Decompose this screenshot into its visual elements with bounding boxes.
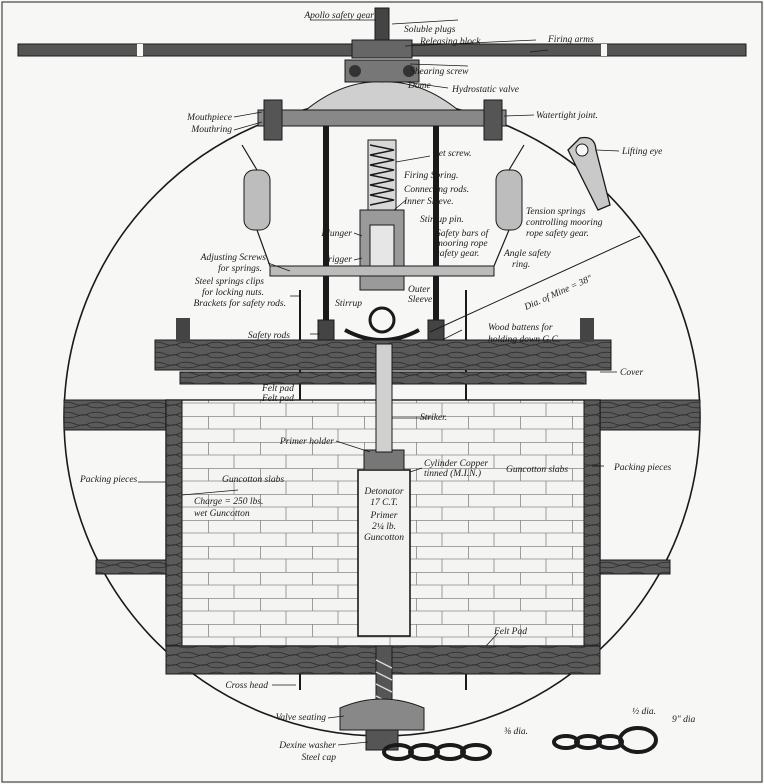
side-batten-right [599, 559, 671, 575]
dome [298, 81, 466, 116]
mooring-chain-long [552, 726, 658, 754]
label-packing-pieces-right: Packing pieces [613, 463, 672, 473]
label-angle-safety-ring-2: ring. [512, 260, 530, 270]
label-firing-spring: Firing Spring. [403, 171, 458, 181]
packing-piece-right [583, 399, 601, 647]
side-batten-left [95, 559, 167, 575]
label-tension-springs-1: Tension springs [526, 207, 586, 217]
angle-safety-ring [269, 265, 495, 277]
label-angle-safety-ring-1: Angle safety [503, 248, 551, 259]
cylinder-copper [357, 469, 411, 637]
label-outer-sleeve-1: Outer [408, 285, 430, 295]
label-apollo-safety-gear: Apollo safety gear [303, 10, 374, 21]
label-soluble-plugs: Soluble plugs [404, 25, 456, 35]
label-safety-bars-1: Safety bars of [436, 228, 490, 239]
label-primer-1: Primer [370, 511, 398, 521]
label-primer-holder: Primer holder [279, 437, 334, 447]
flange-right [595, 399, 701, 431]
label-hydrostatic-valve: Hydrostatic valve [451, 85, 519, 95]
label-primer-3: Guncotton [364, 533, 404, 543]
lifting-eye [567, 136, 611, 211]
label-cross-head: Cross head [225, 681, 268, 691]
label-lifting-eye: Lifting eye [621, 146, 662, 157]
label-valve-seating: Valve seating [276, 713, 327, 723]
label-adjusting-screws-2: for springs. [218, 263, 262, 274]
label-chain-dia-3: 9" dia [672, 715, 696, 725]
diameter-line [429, 235, 641, 333]
label-felt-pad-bottom: Felt Pad [493, 627, 527, 637]
mooring-chain-short [382, 743, 492, 761]
label-brackets: Brackets for safety rods. [193, 298, 286, 309]
label-firing-arms: Firing arms [547, 35, 594, 45]
label-tension-springs-3: rope safety gear. [526, 228, 589, 239]
label-wood-battens-2: holding down G.C. [488, 335, 560, 345]
label-chain-dia-1: ⅜ dia. [504, 727, 528, 737]
label-shearing-screw: Shearing screw [410, 67, 469, 77]
label-connecting-rods: Connecting rods. [404, 185, 469, 195]
label-primer-2: 2¼ lb. [372, 521, 396, 532]
label-striker: Striker. [420, 413, 447, 423]
leader-lines [138, 19, 620, 746]
label-detonator-2: 17 C.T. [370, 498, 398, 508]
tension-spring-left [243, 169, 271, 231]
label-safety-bars-2: mooring rope [436, 239, 488, 249]
label-inner-sleeve: Inner Sleeve. [403, 197, 454, 207]
label-tension-springs-2: controlling mooring [526, 218, 603, 228]
releasing-block [351, 39, 413, 59]
label-charge-1: Charge = 250 lbs. [194, 497, 263, 507]
label-steel-cap: Steel cap [301, 753, 336, 763]
label-steel-spring-clips-1: Steel springs clips [195, 277, 264, 287]
label-dome: Dome [407, 81, 431, 91]
tension-spring-right [495, 169, 523, 231]
label-guncotton-slabs-right: Guncotton slabs [506, 465, 568, 475]
label-cylinder-copper-2: tinned (M.I.N.) [424, 468, 481, 479]
label-felt-pad-a: Felt pad [261, 384, 294, 394]
label-felt-pad-b: Felt pad [261, 394, 294, 404]
mouthpiece-right-bolt [483, 99, 503, 141]
label-set-screw: Set screw. [434, 149, 471, 159]
label-trigger: Trigger [323, 255, 352, 265]
label-cylinder-copper-1: Cylinder Copper [424, 459, 488, 469]
label-stirrup: Stirrup [335, 299, 362, 309]
label-outer-sleeve-2: Sleeve [408, 295, 432, 305]
label-chain-dia-2: ½ dia. [632, 706, 656, 717]
label-stirrup-pin: Stirrup pin. [420, 215, 464, 225]
firing-spring [369, 144, 395, 206]
packing-piece-left [165, 399, 183, 647]
mouthpiece-left-bolt [263, 99, 283, 141]
label-packing-pieces-left: Packing pieces [79, 475, 138, 485]
mouthring [257, 109, 507, 127]
label-detonator-1: Detonator [363, 487, 403, 497]
flange-left [63, 399, 169, 431]
primer-holder [363, 449, 405, 471]
label-dexine-washer: Dexine washer [278, 741, 336, 751]
label-safety-rods: Safety rods [248, 330, 290, 341]
label-steel-spring-clips-2: for locking nuts. [202, 287, 264, 298]
label-guncotton-slabs-left: Guncotton slabs [222, 475, 284, 485]
striker [375, 343, 393, 453]
label-mouthpiece: Mouthpiece [186, 113, 232, 123]
label-charge-2: wet Guncotton [194, 509, 250, 519]
valve-seating [339, 698, 425, 731]
label-watertight-joint: Watertight joint. [536, 111, 598, 121]
label-adjusting-screws-1: Adjusting Screws [200, 253, 267, 263]
label-releasing-block: Releasing block [419, 37, 481, 47]
label-safety-bars-3: safety gear. [436, 248, 479, 259]
label-wood-battens-1: Wood battens for [488, 322, 553, 333]
label-mouthring: Mouthring [190, 125, 232, 135]
label-cover: Cover [620, 368, 644, 378]
label-plunger: Plunger [320, 229, 352, 239]
